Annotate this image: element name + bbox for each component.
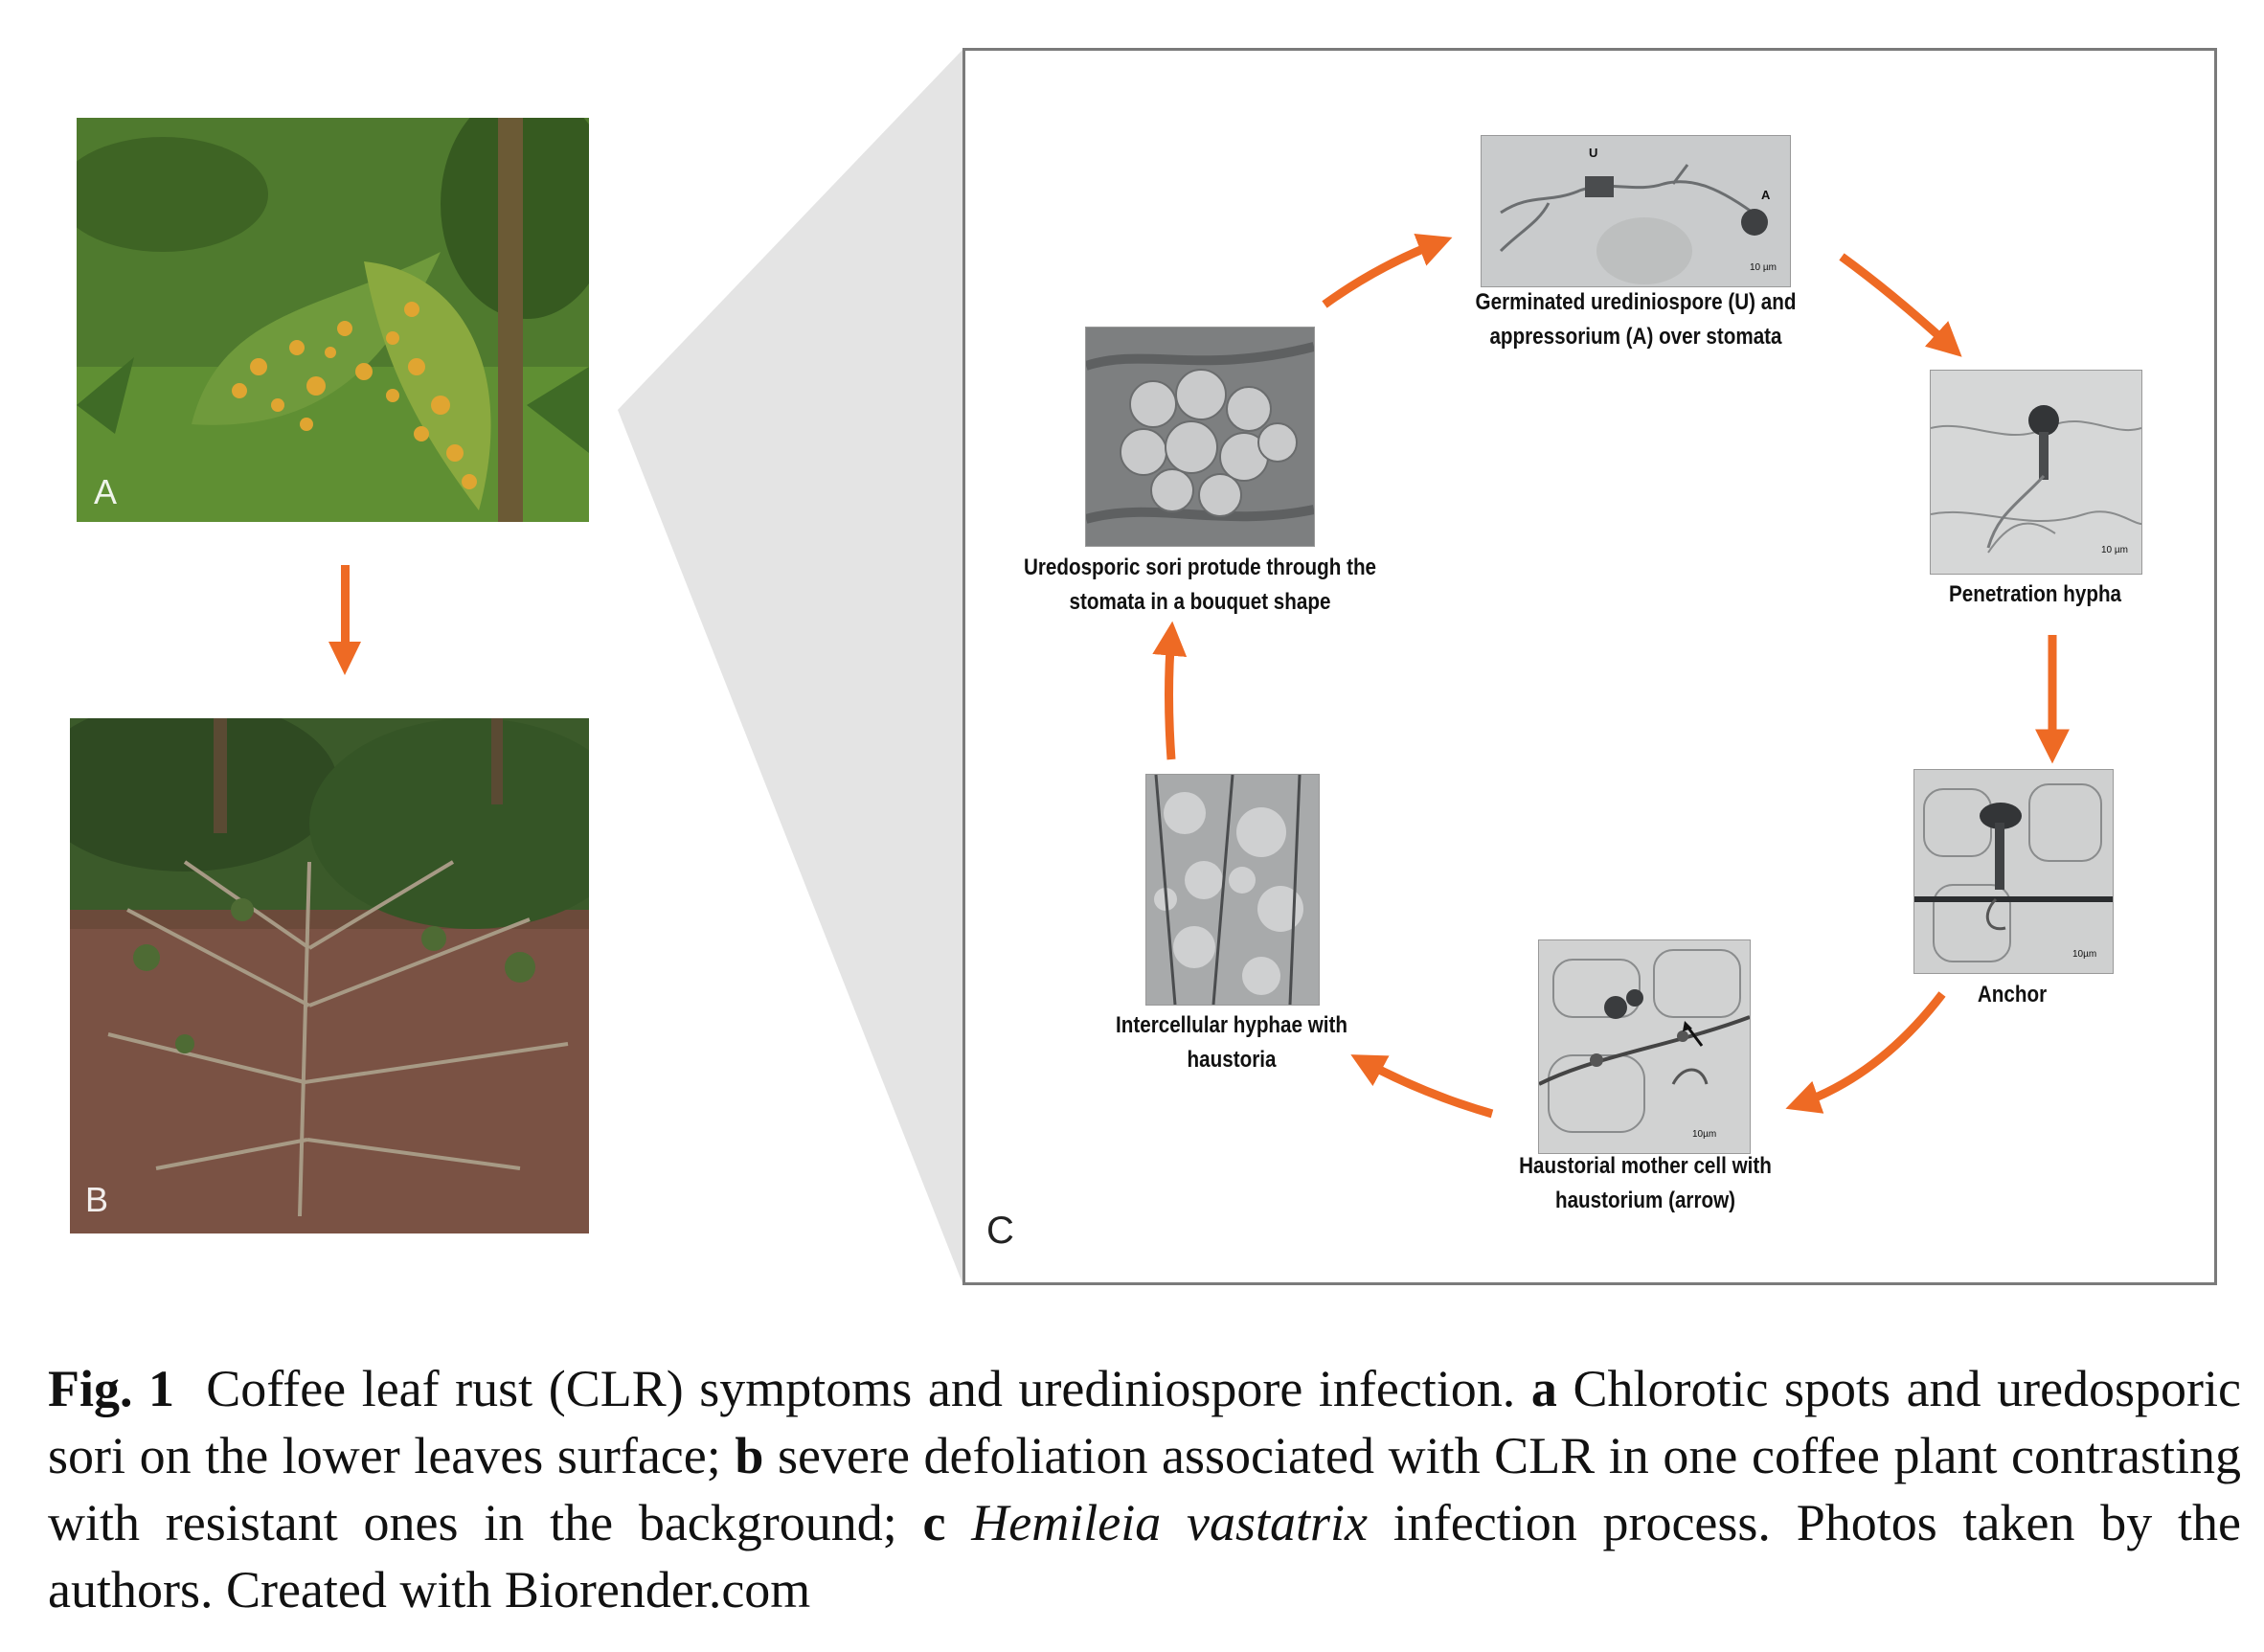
caption-b-label: b: [735, 1427, 764, 1484]
caption-c-label: c: [922, 1494, 946, 1551]
arrow-anchor-to-haustorial: [1785, 991, 1946, 1114]
arrow-germinated-to-penetration: [1839, 253, 1962, 357]
label-germinated: Germinated urediniospore (U) and appress…: [1475, 289, 1797, 350]
panel-c-letter: C: [986, 1210, 1014, 1252]
scale-bar-text: 10µm: [2072, 949, 2096, 960]
arrow-haustorial-to-intercellular: [1350, 1054, 1494, 1119]
label-uredosporic: Uredosporic sori protude through the sto…: [1023, 554, 1377, 615]
scale-bar-text: 10 µm: [2101, 545, 2128, 555]
figure-caption: Fig. 1 Coffee leaf rust (CLR) symptoms a…: [48, 1355, 2241, 1623]
caption-a-text: Chlorotic spots and uredosporic sori on …: [48, 1360, 2242, 1484]
scale-bar-text: 10 µm: [1750, 262, 1777, 273]
micrograph-haustorial-mother-cell: 10µm: [1538, 939, 1751, 1154]
arrow-uredosporic-to-germinated: [1322, 233, 1453, 308]
micrograph-anchor: 10µm: [1913, 769, 2114, 974]
panel-b-letter: B: [85, 1180, 109, 1219]
label-intercellular: Intercellular hyphae with haustoria: [1115, 1012, 1348, 1073]
caption-lead: Coffee leaf rust (CLR) symptoms and ured…: [206, 1360, 1516, 1417]
label-anchor: Anchor: [1977, 982, 2048, 1007]
caption-c-text: infection process. Photos taken by the a…: [48, 1494, 2241, 1618]
arrow-intercellular-to-uredosporic: [1152, 621, 1188, 760]
scale-bar-text: 10µm: [1692, 1129, 1716, 1140]
caption-a-label: a: [1530, 1360, 1557, 1417]
cycle-arrows: [1152, 233, 2070, 1119]
panel-c-infection-cycle: U A 10 µm Germinated urediniospore (U) a…: [962, 48, 2217, 1285]
micrograph-uredosporic-sori: [1085, 327, 1315, 547]
panel-a-letter: A: [94, 472, 118, 511]
caption-b-text: severe defoliation associated with CLR i…: [48, 1427, 2241, 1551]
photo-leaf-rust-symptoms: A: [77, 118, 589, 522]
label-penetration: Penetration hypha: [1948, 581, 2122, 607]
mark-u: U: [1589, 146, 1597, 160]
micrograph-intercellular-hyphae: [1145, 774, 1320, 1006]
label-haustorial: Haustorial mother cell with haustorium (…: [1519, 1153, 1772, 1213]
mark-a: A: [1761, 188, 1771, 202]
photo-defoliated-coffee-plant: B: [70, 718, 589, 1233]
micrograph-germinated-urediniospore: U A 10 µm: [1481, 135, 1791, 287]
caption-c-species: Hemileia vastatrix: [971, 1494, 1368, 1551]
caption-fig-label: Fig. 1: [48, 1360, 175, 1417]
arrow-a-to-b: [328, 565, 361, 675]
micrograph-penetration-hypha: 10 µm: [1930, 370, 2142, 575]
